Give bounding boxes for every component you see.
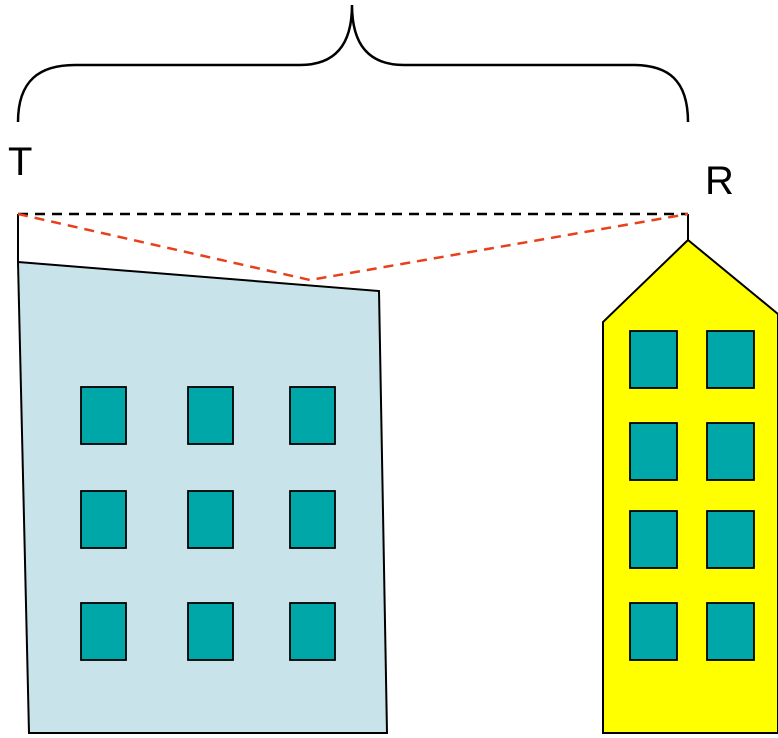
window [80,602,127,661]
window [629,330,678,389]
window [629,510,678,569]
left-building-windows [80,386,336,661]
window [706,422,755,481]
window [289,386,336,445]
window [187,602,234,661]
window [706,330,755,389]
window [187,386,234,445]
span-brace [16,4,690,123]
transmitter-label: T [8,140,32,184]
window [289,602,336,661]
window [80,490,127,549]
right-building-windows [629,330,755,661]
window [706,510,755,569]
window [289,490,336,549]
window [80,386,127,445]
window [706,602,755,661]
receiver-label: R [705,159,734,203]
window [187,490,234,549]
window [629,602,678,661]
window [629,422,678,481]
